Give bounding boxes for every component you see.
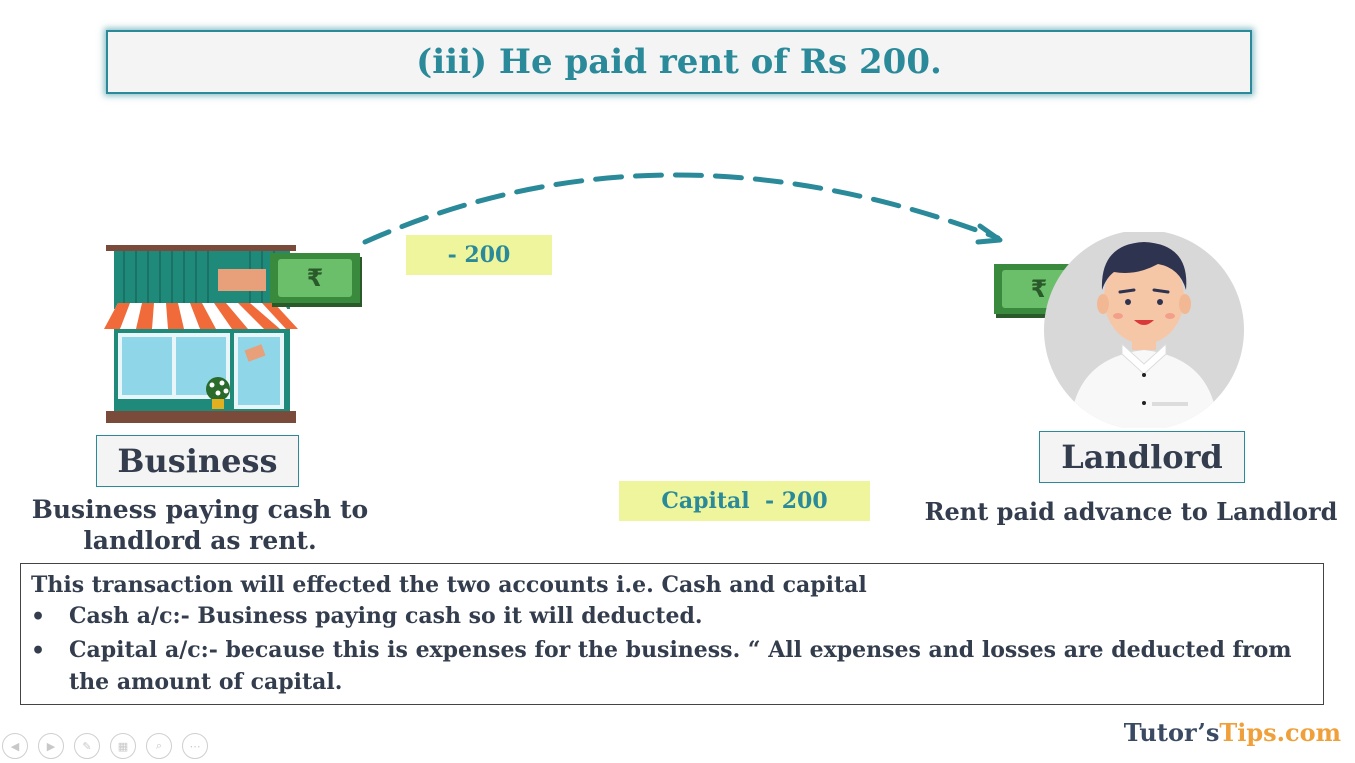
business-label-box: Business (96, 435, 299, 487)
slide-nav: ◀ ▶ ✎ ▦ ⌕ ⋯ (2, 733, 208, 759)
next-icon[interactable]: ▶ (38, 733, 64, 759)
bullet-capital: Capital a/c:- because this is expenses f… (69, 637, 1292, 695)
banknote-icon: ₹ (270, 253, 362, 307)
capital-amount-text: Capital - 200 (661, 488, 828, 514)
flow-amount-text: - 200 (447, 242, 511, 268)
brand-logo: Tutor’sTips.com (1124, 718, 1341, 747)
rupee-symbol: ₹ (1031, 275, 1048, 303)
brand-part1: Tutor’s (1123, 718, 1220, 747)
bullet-cash: Cash a/c:- Business paying cash so it wi… (69, 603, 703, 629)
landlord-caption: Rent paid advance to Landlord (924, 497, 1338, 526)
rupee-symbol: ₹ (307, 264, 324, 292)
page-title: (iii) He paid rent of Rs 200. (416, 42, 942, 82)
shop-icon (104, 245, 298, 423)
landlord-label-box: Landlord (1039, 431, 1245, 483)
business-caption: Business paying cash to landlord as rent… (10, 494, 390, 556)
explanation-intro: This transaction will effected the two a… (31, 572, 867, 598)
explanation-box: This transaction will effected the two a… (20, 563, 1324, 705)
brand-part2: Tips.com (1219, 718, 1341, 747)
flow-arrow (362, 172, 1003, 245)
landlord-label: Landlord (1061, 438, 1223, 476)
title-banner: (iii) He paid rent of Rs 200. (106, 30, 1252, 94)
more-icon[interactable]: ⋯ (182, 733, 208, 759)
business-label: Business (117, 442, 278, 480)
flow-amount: - 200 (406, 235, 552, 275)
business-caption-line2: landlord as rent. (83, 526, 317, 555)
zoom-icon[interactable]: ⌕ (146, 733, 172, 759)
landlord-avatar (1044, 232, 1244, 428)
pen-icon[interactable]: ✎ (74, 733, 100, 759)
bullet-mark: • (31, 638, 46, 664)
bullet-mark: • (31, 604, 46, 630)
slides-icon[interactable]: ▦ (110, 733, 136, 759)
prev-icon[interactable]: ◀ (2, 733, 28, 759)
business-caption-line1: Business paying cash to (31, 495, 369, 524)
capital-amount: Capital - 200 (619, 481, 870, 521)
